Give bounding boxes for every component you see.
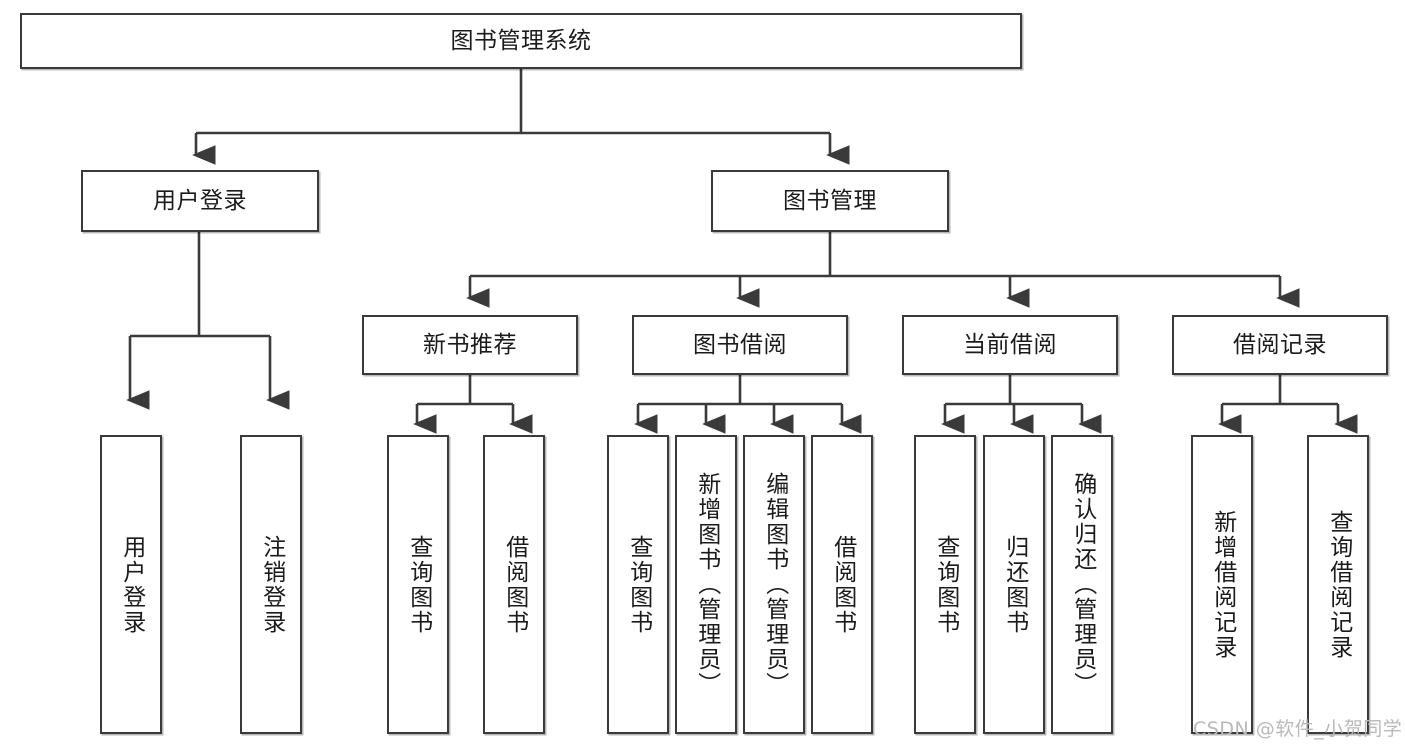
- node-borrow-record[interactable]: 借阅记录: [1172, 315, 1388, 375]
- csdn-watermark: CSDN @软件_小贺同学: [1193, 718, 1403, 740]
- leaf-return-book[interactable]: 归还图书: [983, 435, 1045, 734]
- node-new-book-recommend-label: 新书推荐: [423, 331, 517, 358]
- leaf-confirm-return-label: 确认归还（管理员）: [1069, 472, 1096, 697]
- leaf-query-book-1-label: 查询图书: [405, 534, 432, 635]
- leaf-query-book-1[interactable]: 查询图书: [387, 435, 449, 734]
- leaf-query-book-2-label: 查询图书: [625, 534, 652, 635]
- leaf-add-book[interactable]: 新增图书（管理员）: [675, 435, 737, 734]
- node-user-login-label: 用户登录: [153, 187, 247, 214]
- leaf-edit-book-label: 编辑图书（管理员）: [761, 472, 788, 697]
- leaf-query-book-3[interactable]: 查询图书: [914, 435, 976, 734]
- node-book-borrow-label: 图书借阅: [693, 331, 787, 358]
- node-root-label: 图书管理系统: [450, 27, 592, 54]
- leaf-add-book-label: 新增图书（管理员）: [693, 472, 720, 697]
- leaf-user-logout[interactable]: 注销登录: [240, 435, 302, 734]
- leaf-borrow-book-2[interactable]: 借阅图书: [811, 435, 873, 734]
- node-book-manage-label: 图书管理: [783, 187, 877, 214]
- leaf-user-logout-label: 注销登录: [258, 534, 285, 635]
- leaf-query-record-label: 查询借阅记录: [1325, 509, 1352, 660]
- leaf-user-login-label: 用户登录: [118, 534, 145, 635]
- leaf-query-book-2[interactable]: 查询图书: [607, 435, 669, 734]
- leaf-confirm-return[interactable]: 确认归还（管理员）: [1051, 435, 1113, 734]
- leaf-edit-book[interactable]: 编辑图书（管理员）: [743, 435, 805, 734]
- leaf-add-record[interactable]: 新增借阅记录: [1191, 435, 1253, 734]
- leaf-user-login[interactable]: 用户登录: [100, 435, 162, 734]
- leaf-add-record-label: 新增借阅记录: [1209, 509, 1236, 660]
- node-current-borrow-label: 当前借阅: [963, 331, 1057, 358]
- node-user-login[interactable]: 用户登录: [81, 170, 319, 232]
- node-borrow-record-label: 借阅记录: [1233, 331, 1327, 358]
- leaf-borrow-book-1[interactable]: 借阅图书: [483, 435, 545, 734]
- node-current-borrow[interactable]: 当前借阅: [902, 315, 1118, 375]
- leaf-borrow-book-1-label: 借阅图书: [501, 534, 528, 635]
- leaf-return-book-label: 归还图书: [1001, 534, 1028, 635]
- leaf-borrow-book-2-label: 借阅图书: [829, 534, 856, 635]
- leaf-query-record[interactable]: 查询借阅记录: [1307, 435, 1369, 734]
- node-book-manage[interactable]: 图书管理: [711, 170, 949, 232]
- node-root[interactable]: 图书管理系统: [20, 13, 1022, 69]
- leaf-query-book-3-label: 查询图书: [932, 534, 959, 635]
- node-new-book-recommend[interactable]: 新书推荐: [362, 315, 578, 375]
- node-book-borrow[interactable]: 图书借阅: [632, 315, 848, 375]
